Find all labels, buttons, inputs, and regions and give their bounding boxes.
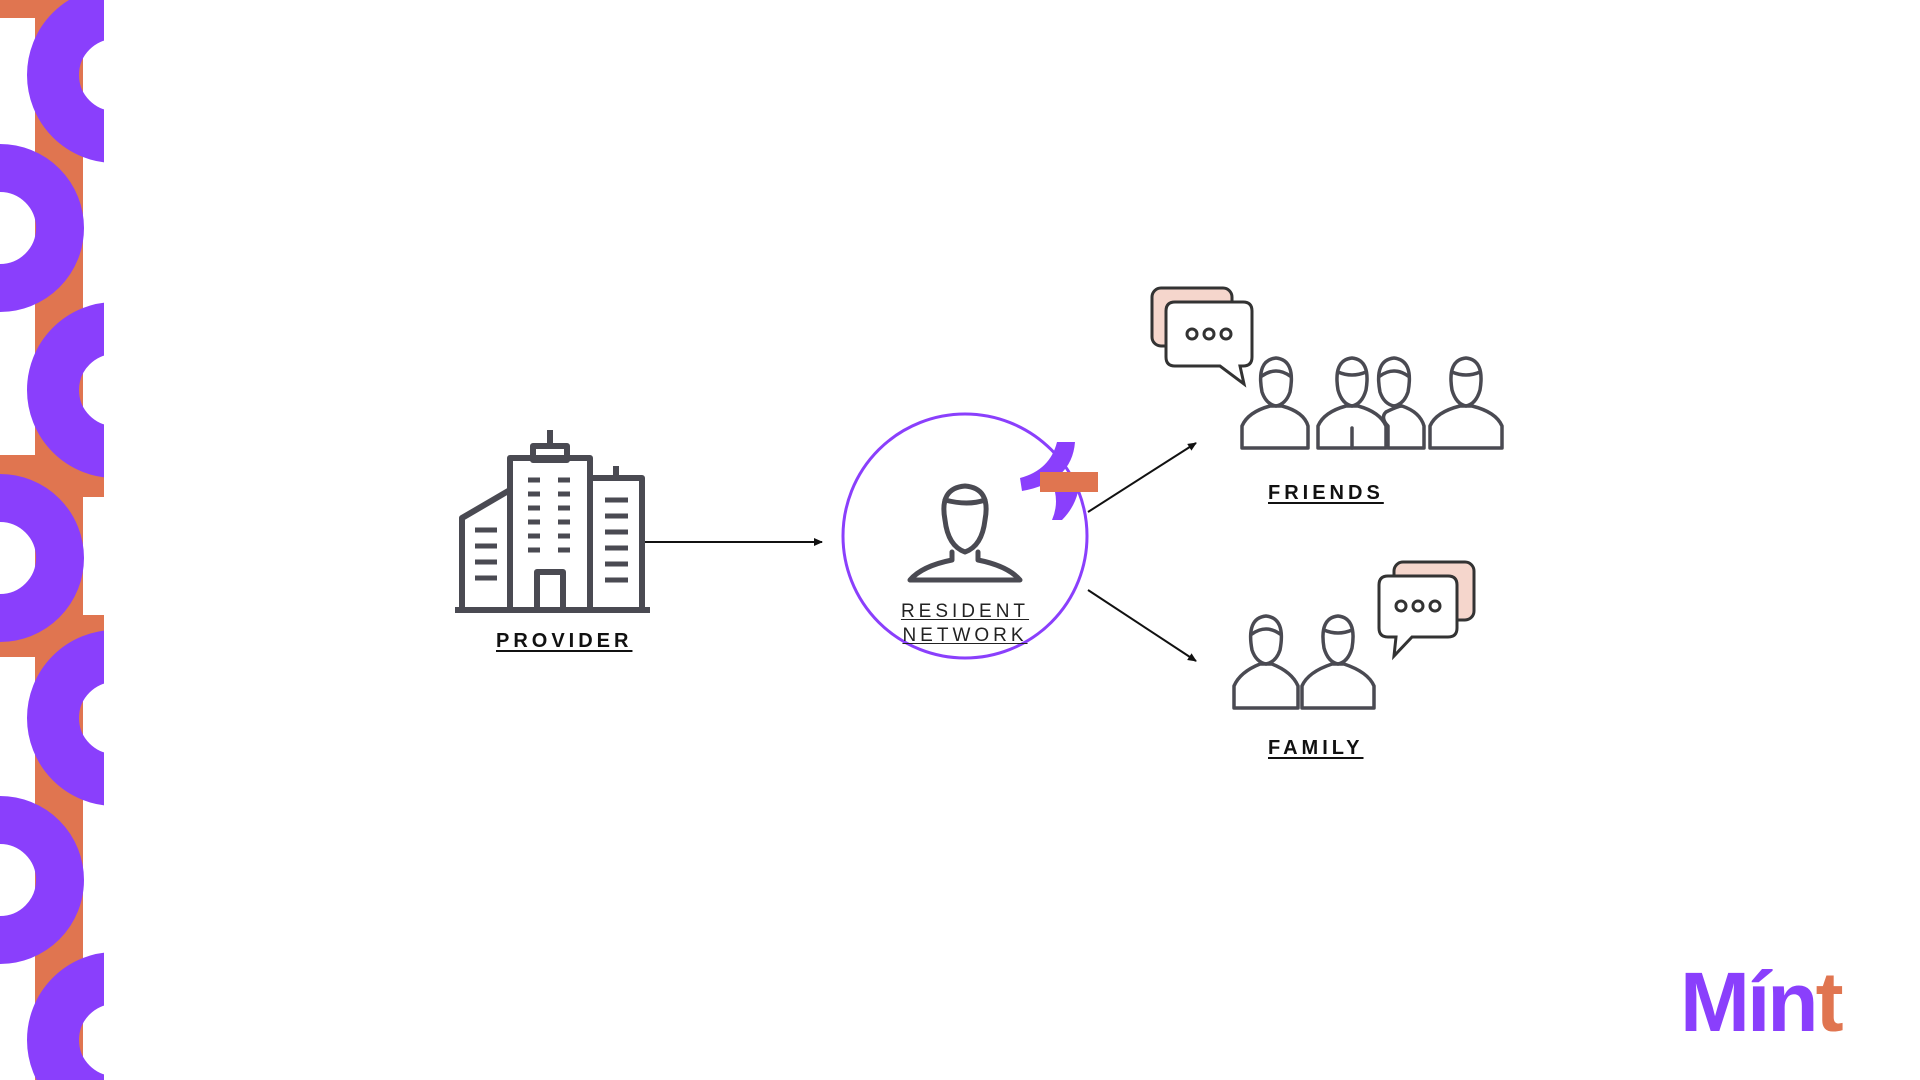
friends-label: FRIENDS [1268,482,1384,504]
arrow-network-to-friends [1087,442,1197,513]
resident-network-label-line2: NETWORK [902,625,1028,646]
provider-label: PROVIDER [496,630,633,652]
person-icon [907,483,1023,583]
resident-network-label-line1: RESIDENT [900,601,1030,622]
mint-logo-part1: Mín [1680,955,1819,1049]
friend-woman-icon [1240,356,1310,450]
mint-logo-part2: t [1815,955,1844,1049]
family-man-icon [1300,614,1376,710]
mint-logo: Mínt [1680,960,1844,1044]
decorative-side-pattern [0,0,112,1080]
friend-man-icon [1428,356,1504,450]
building-icon [455,430,650,613]
family-woman-icon [1232,614,1300,710]
friend-woman-icon [1376,356,1426,450]
arrow-network-to-family [1087,589,1197,662]
friends-chat-bubble-icon [1150,286,1254,388]
friend-man-icon [1316,356,1388,450]
family-group-icon [1232,614,1376,710]
resident-network-label: RESIDENT NETWORK [885,600,1045,648]
resident-network-circle [841,412,1089,660]
family-chat-bubble-icon [1377,560,1476,661]
friends-group-icon [1240,356,1504,450]
brand-accent-mark [1020,442,1098,520]
family-label: FAMILY [1268,737,1364,759]
